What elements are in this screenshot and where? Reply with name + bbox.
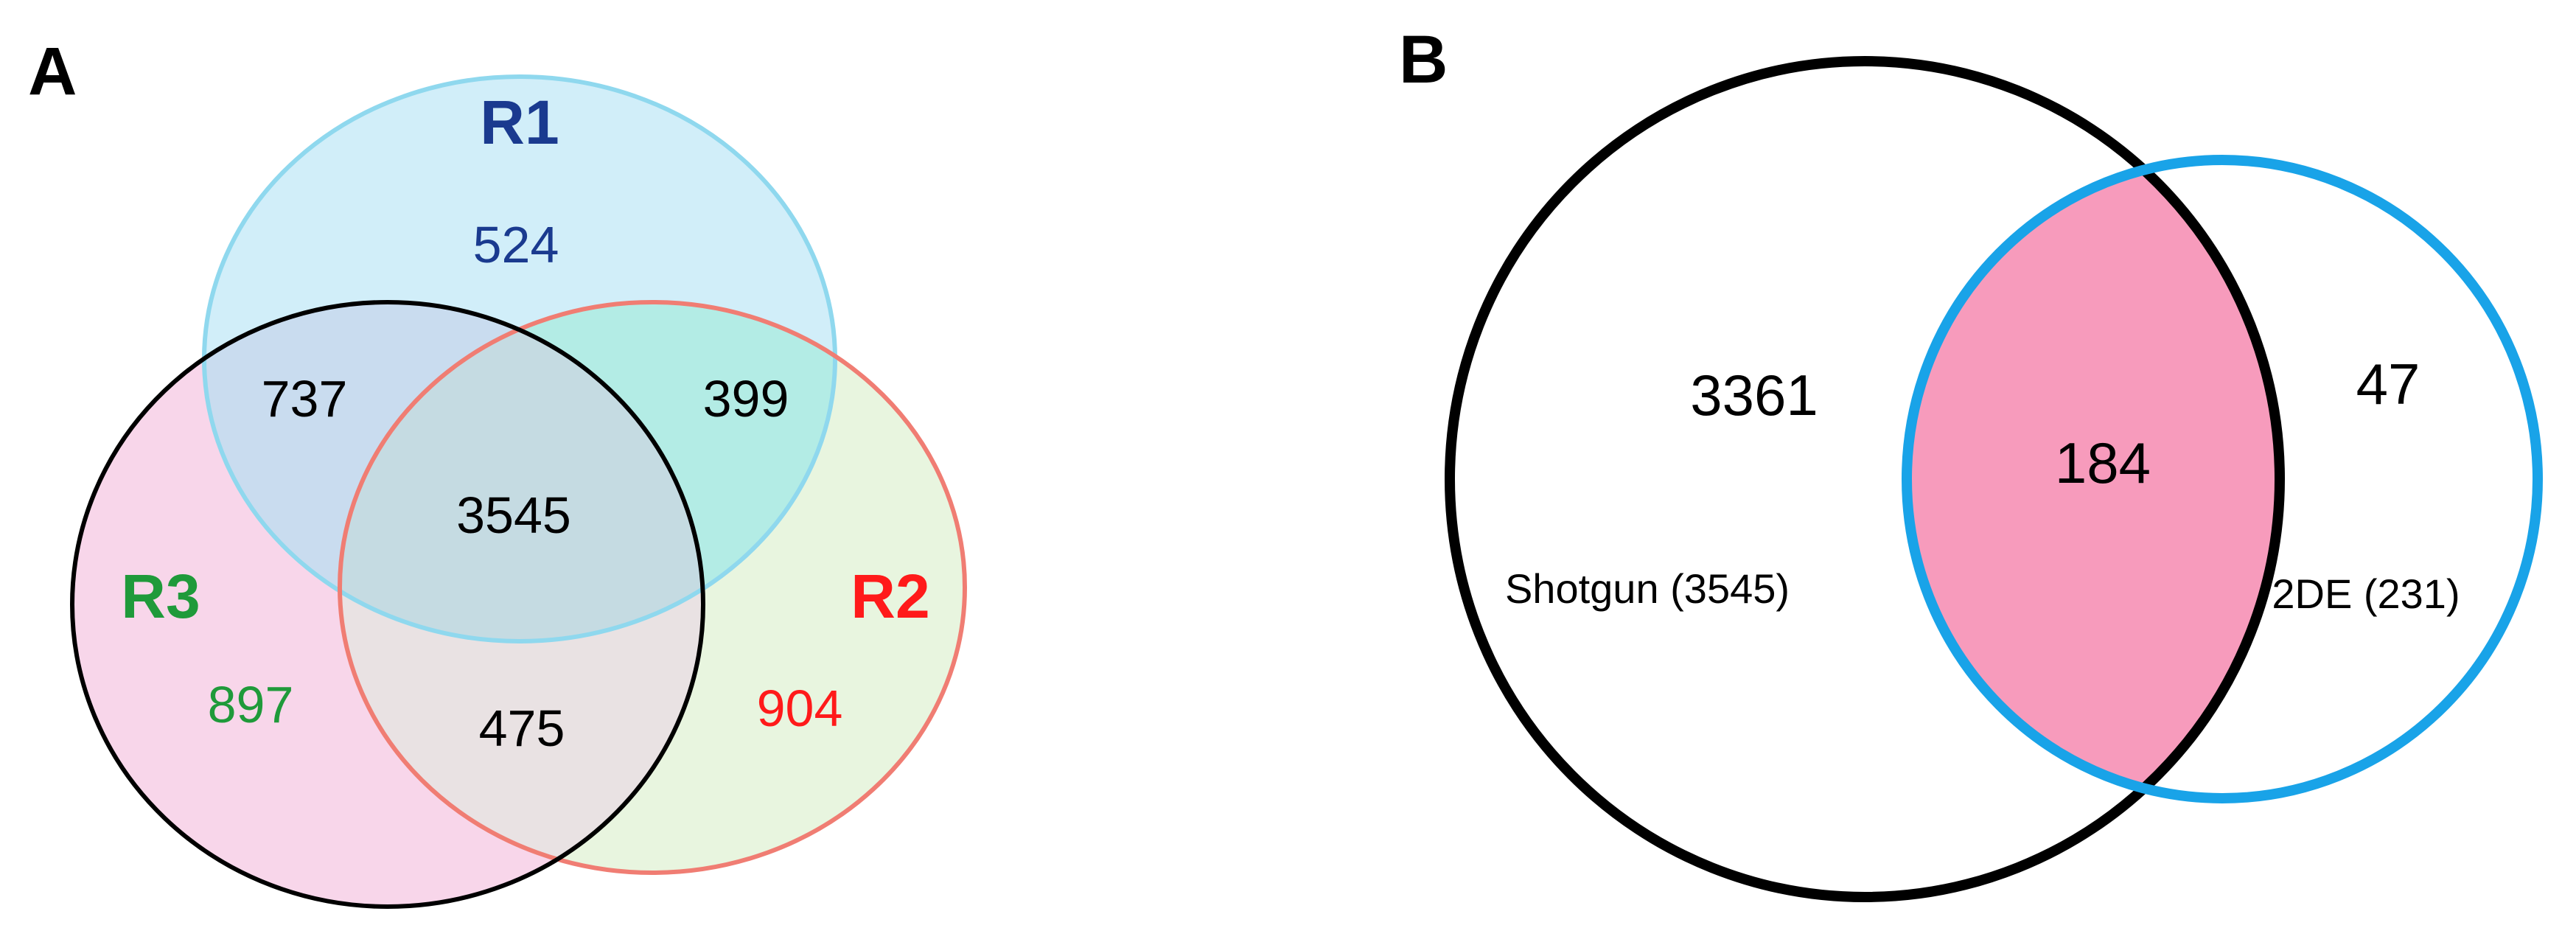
shotgun-only-count: 3361 [1690, 363, 1818, 428]
2de-circle-outline [1902, 155, 2543, 803]
r3-only-count: 897 [208, 676, 294, 733]
panel-b: B 3361 184 47 Shotgun (3545) 2DE (231) [1399, 22, 2543, 902]
r2-circle-outline [338, 300, 967, 875]
shotgun-circle-outline [1445, 56, 2285, 902]
r1-r2-count: 399 [703, 370, 789, 428]
2de-caption: 2DE (231) [2272, 571, 2460, 617]
r3-label: R3 [121, 562, 200, 631]
r2-label: R2 [851, 562, 929, 631]
all-overlap-fill [340, 302, 703, 641]
panel-b-letter: B [1399, 22, 1448, 97]
r2-only-count: 904 [757, 680, 843, 737]
r1-only-count: 524 [473, 216, 559, 273]
r1-label: R1 [480, 88, 559, 157]
2de-only-count: 47 [2356, 352, 2420, 416]
r3-circle-outline [70, 300, 705, 909]
all-three-count: 3545 [456, 486, 571, 544]
overlap-count: 184 [2055, 430, 2151, 495]
panel-a: A R1 R2 R3 524 [28, 34, 967, 909]
panel-a-letter: A [28, 34, 77, 109]
r2-r3-count: 475 [479, 700, 565, 757]
shotgun-caption: Shotgun (3545) [1505, 565, 1790, 612]
r1-r3-count: 737 [262, 370, 348, 428]
shotgun-2de-overlap-fill [1907, 160, 2280, 798]
